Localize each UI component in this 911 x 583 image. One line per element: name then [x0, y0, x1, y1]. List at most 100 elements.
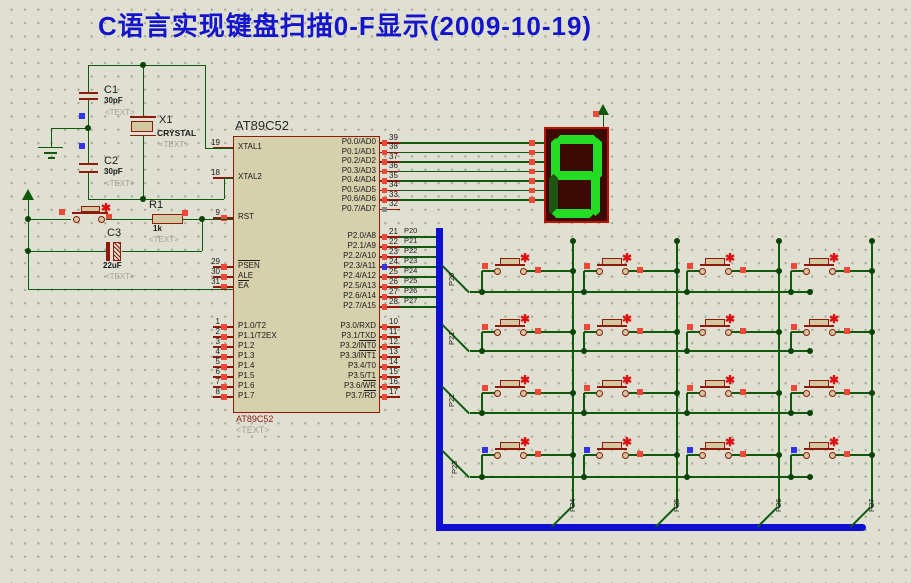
junction-dot [807, 410, 813, 416]
button-actuator-star-icon[interactable]: ✱ [829, 251, 840, 265]
button-bar [597, 448, 627, 450]
button-actuator-star-icon[interactable]: ✱ [829, 373, 840, 387]
pin-state-indicator [221, 284, 227, 290]
capacitor-plate [79, 97, 98, 100]
pin-label: P2.3/A11 [343, 261, 376, 270]
keypad-button-r4c1[interactable]: ✱ [492, 435, 534, 463]
pin-label: P2.7/A15 [343, 301, 376, 310]
mcu-at89c52[interactable] [233, 136, 380, 413]
pin-number: 39 [389, 132, 398, 142]
pin-label: P3.6/WR [343, 380, 376, 390]
capacitor-plate [79, 162, 98, 165]
button-actuator-star-icon[interactable]: ✱ [520, 435, 531, 449]
button-actuator-star-icon[interactable]: ✱ [725, 312, 736, 326]
resistor-r1[interactable] [152, 214, 183, 224]
keypad-button-r2c2[interactable]: ✱ [594, 312, 636, 340]
keypad-button-r4c3[interactable]: ✱ [697, 435, 739, 463]
seven-seg-display[interactable] [544, 127, 609, 223]
c1-placeholder: <TEXT> [105, 108, 135, 117]
x1-value: CRYSTAL [157, 128, 197, 138]
keypad-button-r3c3[interactable]: ✱ [697, 373, 739, 401]
r1-value: 1k [153, 224, 162, 233]
pin-state-indicator [381, 274, 387, 280]
button-actuator-star-icon[interactable]: ✱ [725, 435, 736, 449]
wire-key-left [584, 454, 597, 456]
keypad-button-r1c1[interactable]: ✱ [492, 251, 534, 279]
keypad-button-r1c2[interactable]: ✱ [594, 251, 636, 279]
button-contact [828, 389, 836, 397]
button-actuator-star-icon[interactable]: ✱ [520, 251, 531, 265]
wire-p2-to-bus [400, 246, 436, 248]
keypad-button-r1c4[interactable]: ✱ [801, 251, 843, 279]
button-contact [802, 451, 810, 459]
keypad-button-r1c3[interactable]: ✱ [697, 251, 739, 279]
button-actuator-star-icon[interactable]: ✱ [520, 312, 531, 326]
button-actuator-star-icon[interactable]: ✱ [520, 373, 531, 387]
junction-dot [570, 329, 576, 335]
pin-state-indicator [381, 187, 387, 193]
pin-number: 26 [389, 276, 398, 286]
pin-number: 36 [389, 161, 398, 170]
button-bar [700, 264, 730, 266]
pin-state-indicator [221, 324, 227, 330]
keypad-button-r3c4[interactable]: ✱ [801, 373, 843, 401]
wire-p2-to-bus [400, 286, 436, 288]
pin-label: P2.1/A9 [347, 241, 376, 250]
button-actuator-star-icon[interactable]: ✱ [725, 373, 736, 387]
chip-text-placeholder: <TEXT> [236, 425, 270, 435]
pin-state-indicator [221, 344, 227, 350]
button-actuator-star-icon[interactable]: ✱ [622, 373, 633, 387]
wire-v [223, 178, 225, 199]
ground-icon [47, 157, 55, 159]
pin-state-indicator [221, 274, 227, 280]
button-actuator-star-icon[interactable]: ✱ [622, 251, 633, 265]
wire-key-right [732, 270, 779, 272]
button-contact [493, 451, 501, 459]
button-actuator-star-icon[interactable]: ✱ [622, 435, 633, 449]
button-bar [495, 325, 525, 327]
wire-p2-to-bus [400, 256, 436, 258]
junction-dot [25, 216, 31, 222]
wire-h [28, 288, 233, 290]
wire-key-right [732, 392, 779, 394]
button-actuator-star-icon[interactable]: ✱ [101, 201, 112, 215]
wire-h [28, 250, 107, 252]
pin-number: 2 [215, 326, 220, 336]
p2-bus-horizontal [436, 524, 866, 531]
keypad-col-wire [871, 241, 873, 508]
reset-button[interactable] [66, 201, 108, 225]
net-label: P24 [404, 265, 418, 275]
pin-stub [380, 142, 400, 144]
pin-state-indicator [381, 364, 387, 370]
pin-label: P1.2 [238, 341, 255, 350]
pin-state-indicator [687, 263, 693, 269]
c3-placeholder: <TEXT> [105, 272, 135, 281]
keypad-button-r4c2[interactable]: ✱ [594, 435, 636, 463]
keypad-button-r3c1[interactable]: ✱ [492, 373, 534, 401]
button-actuator-star-icon[interactable]: ✱ [725, 251, 736, 265]
capacitor-c3[interactable] [106, 242, 110, 261]
button-bar [597, 264, 627, 266]
p2-bus-vertical [436, 228, 443, 525]
wire-key-down [583, 455, 585, 477]
keypad-button-r4c4[interactable]: ✱ [801, 435, 843, 463]
keypad-button-r3c2[interactable]: ✱ [594, 373, 636, 401]
r1-ref: R1 [149, 199, 164, 211]
crystal-x1[interactable] [131, 120, 153, 132]
button-actuator-star-icon[interactable]: ✱ [622, 312, 633, 326]
pin-state-indicator [482, 447, 488, 453]
net-label: P25 [404, 275, 418, 285]
wire-v [204, 65, 206, 148]
pin-label: P0.0/AD0 [341, 137, 376, 146]
button-actuator-star-icon[interactable]: ✱ [829, 435, 840, 449]
keypad-button-r2c3[interactable]: ✱ [697, 312, 739, 340]
button-actuator-star-icon[interactable]: ✱ [829, 312, 840, 326]
wire-p0-to-display [400, 151, 544, 154]
pin-label: P0.1/AD1 [341, 146, 376, 156]
pin-state-indicator [529, 159, 535, 165]
keypad-button-r2c1[interactable]: ✱ [492, 312, 534, 340]
wire-key-right [527, 270, 573, 272]
pin-label: P3.2/INT0 [339, 340, 376, 350]
keypad-button-r2c4[interactable]: ✱ [801, 312, 843, 340]
